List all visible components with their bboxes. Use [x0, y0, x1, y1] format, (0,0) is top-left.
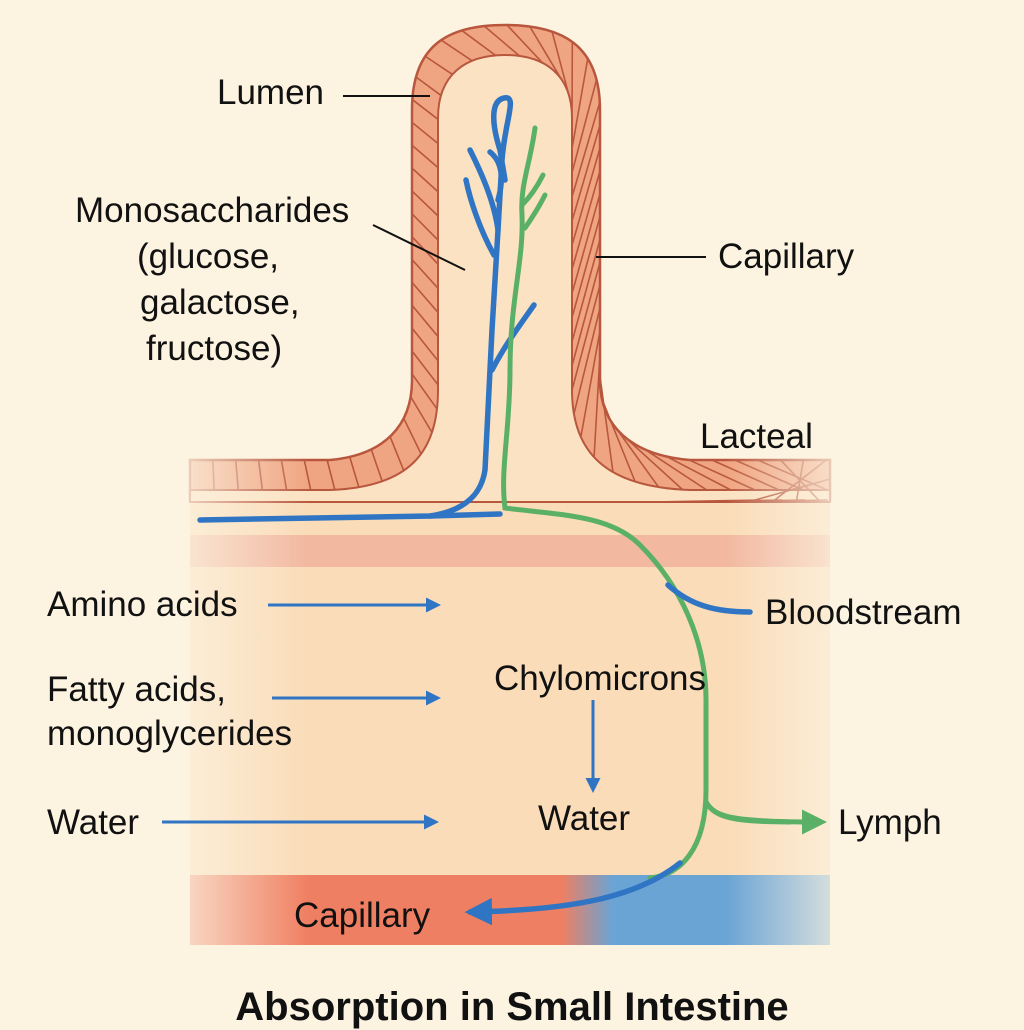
label-capillary-top: Capillary	[718, 234, 854, 280]
diagram-title: Absorption in Small Intestine	[0, 985, 1024, 1030]
label-monosaccharides-fructose: fructose)	[146, 326, 282, 372]
label-amino-acids: Amino acids	[47, 582, 238, 628]
label-lymph: Lymph	[838, 800, 942, 846]
label-capillary-bottom: Capillary	[294, 893, 430, 939]
label-monoglycerides: monoglycerides	[47, 711, 292, 757]
label-monosaccharides-glucose: (glucose,	[137, 234, 279, 280]
label-chylomicrons: Chylomicrons	[494, 656, 706, 702]
label-bloodstream: Bloodstream	[765, 590, 961, 636]
label-monosaccharides: Monosaccharides	[75, 188, 349, 234]
label-monosaccharides-galactose: galactose,	[140, 280, 300, 326]
edge-fade	[150, 455, 870, 955]
label-water-center: Water	[538, 796, 630, 842]
label-fatty-acids: Fatty acids,	[47, 667, 226, 713]
label-water-left: Water	[47, 800, 139, 846]
label-lumen: Lumen	[217, 70, 324, 116]
label-lacteal: Lacteal	[700, 414, 813, 460]
